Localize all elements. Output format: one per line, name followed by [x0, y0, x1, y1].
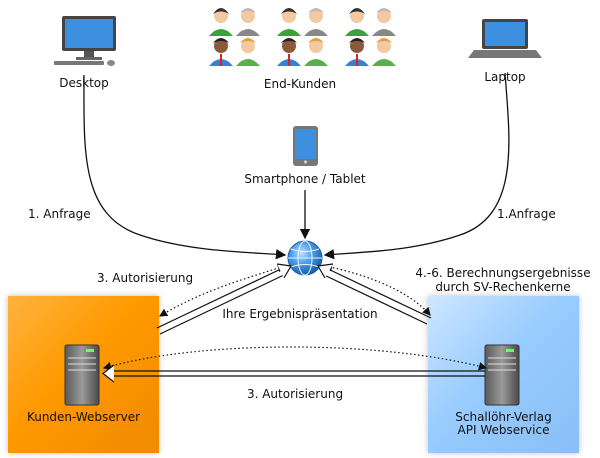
presentation-label: Ihre Ergebnispräsentation — [222, 307, 378, 321]
globe-icon — [287, 240, 323, 276]
results-label-line1: 4.-6. Berechnungsergebnisse — [415, 266, 591, 280]
smartphone-icon — [293, 126, 318, 166]
desktop-icon — [54, 16, 116, 66]
end-customers-label: End-Kunden — [263, 77, 337, 91]
laptop-label: Laptop — [484, 70, 526, 84]
api-to-globe-double-arrow — [317, 263, 432, 325]
customer-server-icon — [64, 344, 100, 406]
smartphone-tablet-label: Smartphone / Tablet — [244, 172, 366, 186]
server-to-globe-double-arrow — [156, 263, 292, 335]
api-server-icon — [484, 344, 520, 406]
desktop-label: Desktop — [59, 76, 109, 90]
results-label-line2: durch SV-Rechenkerne — [435, 280, 571, 294]
auth-dotted-arc-bottom — [102, 346, 488, 371]
authorization-label-bottom: 3. Autorisierung — [246, 387, 344, 401]
request-label-left: 1. Anfrage — [28, 207, 91, 221]
customer-webserver-label: Kunden-Webserver — [26, 410, 141, 424]
api-webservice-label-line2: API Webservice — [457, 423, 550, 437]
laptop-request-arrow — [323, 72, 510, 260]
results-dotted-arc — [323, 263, 431, 316]
desktop-request-arrow — [83, 74, 287, 260]
api-webservice-label-line1: Schallöhr-Verlag — [455, 410, 552, 424]
request-label-right: 1.Anfrage — [497, 207, 556, 221]
laptop-icon — [468, 19, 542, 58]
end-customers-icon — [209, 8, 396, 66]
authorization-label-top: 3. Autorisierung — [97, 271, 194, 285]
api-to-server-double-arrow — [102, 364, 485, 383]
